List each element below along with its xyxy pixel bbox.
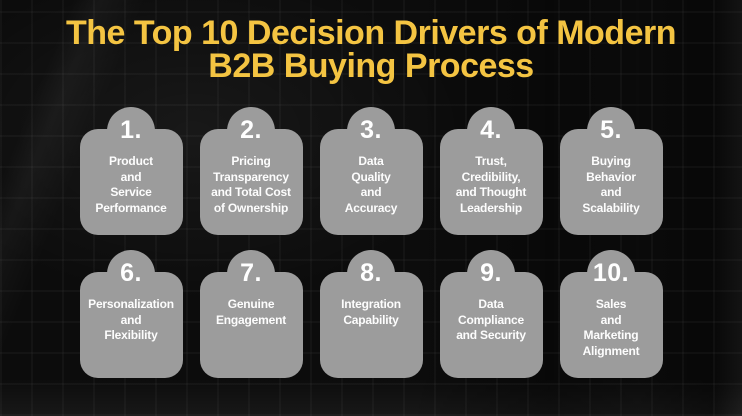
card-9-number: 9. (480, 258, 502, 287)
card-9-label: Data Compliance and Security (456, 297, 526, 342)
card-9: 9. Data Compliance and Security (439, 250, 543, 378)
card-8-number: 8. (360, 258, 382, 287)
card-10-label: Sales and Marketing Alignment (582, 297, 640, 358)
card-5-label: Buying Behavior and Scalability (582, 154, 640, 215)
card-1-number-badge: 1. (107, 107, 155, 155)
card-5-number-badge: 5. (587, 107, 635, 155)
card-4-label: Trust, Credibility, and Thought Leadersh… (455, 154, 527, 215)
card-6: 6. Personalization and Flexibility (79, 250, 183, 378)
card-8-label: Integration Capability (341, 297, 401, 327)
page-title-line-1: The Top 10 Decision Drivers of Modern (66, 14, 677, 52)
card-5-number: 5. (600, 115, 622, 144)
card-4: 4. Trust, Credibility, and Thought Leade… (439, 107, 543, 235)
card-4-number: 4. (480, 115, 502, 144)
card-7-number: 7. (240, 258, 262, 287)
card-6-label: Personalization and Flexibility (88, 297, 174, 342)
card-3-number-badge: 3. (347, 107, 395, 155)
card-6-number-badge: 6. (107, 250, 155, 298)
card-2-label: Pricing Transparency and Total Cost of O… (211, 154, 291, 215)
card-9-number-badge: 9. (467, 250, 515, 298)
card-10-number: 10. (592, 258, 630, 287)
card-1: 1. Product and Service Performance (79, 107, 183, 235)
card-5: 5. Buying Behavior and Scalability (559, 107, 663, 235)
card-7-number-badge: 7. (227, 250, 275, 298)
card-1-number: 1. (120, 115, 142, 144)
card-2: 2. Pricing Transparency and Total Cost o… (199, 107, 303, 235)
card-10-number-badge: 10. (587, 250, 635, 298)
page-title: The Top 10 Decision Drivers of Modern B2… (0, 0, 742, 83)
card-3: 3. Data Quality and Accuracy (319, 107, 423, 235)
card-10: 10. Sales and Marketing Alignment (559, 250, 663, 378)
card-2-number: 2. (240, 115, 262, 144)
card-4-number-badge: 4. (467, 107, 515, 155)
card-7-label: Genuine Engagement (215, 297, 286, 327)
card-2-number-badge: 2. (227, 107, 275, 155)
card-1-label: Product and Service Performance (95, 154, 167, 215)
cards-row-2: 6. Personalization and Flexibility 7. Ge… (0, 250, 742, 378)
cards-row-1: 1. Product and Service Performance 2. Pr… (0, 107, 742, 235)
page-title-line-2: B2B Buying Process (208, 47, 534, 85)
card-6-number: 6. (120, 258, 142, 287)
card-8-number-badge: 8. (347, 250, 395, 298)
card-7: 7. Genuine Engagement (199, 250, 303, 378)
card-3-number: 3. (360, 115, 382, 144)
card-8: 8. Integration Capability (319, 250, 423, 378)
card-3-label: Data Quality and Accuracy (344, 154, 398, 215)
